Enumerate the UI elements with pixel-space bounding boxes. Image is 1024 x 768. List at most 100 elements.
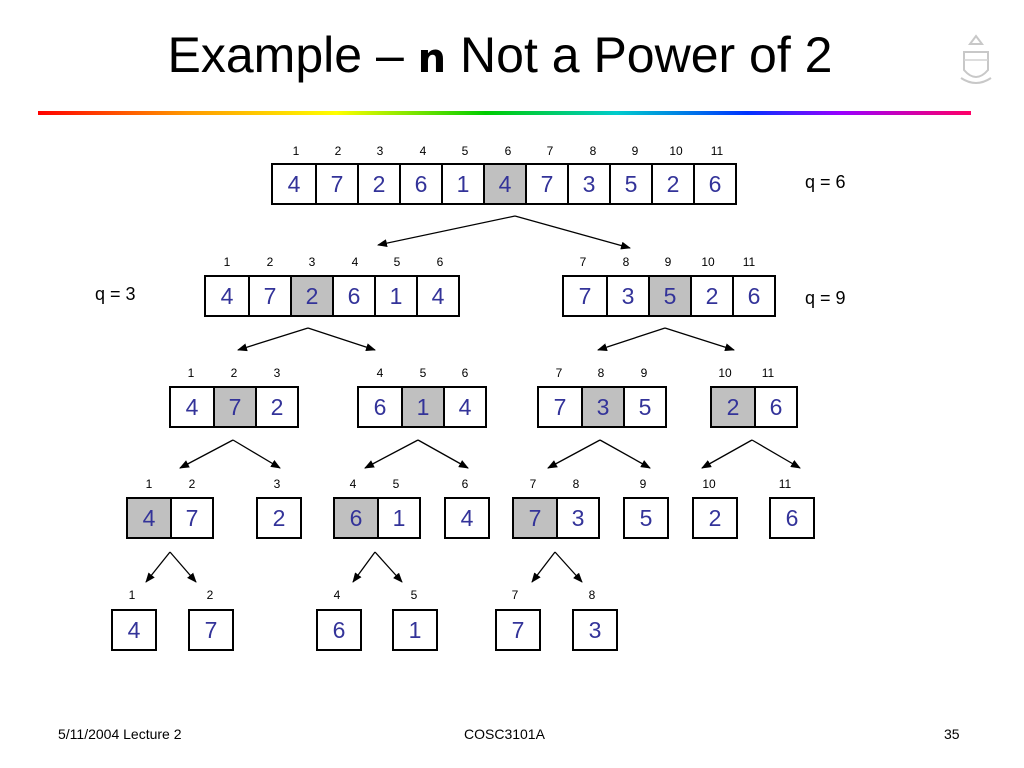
array-cell: 6 [332, 277, 374, 315]
array-cell: 7 [578, 282, 592, 309]
array-cell: 7 [553, 393, 567, 420]
subarray: 7 [495, 609, 541, 651]
index-label: 1 [145, 477, 153, 491]
array-cell: 1 [374, 277, 416, 315]
pivot-cell: 4 [128, 499, 170, 537]
array-cell: 4 [220, 282, 234, 309]
index-label: 9 [664, 255, 672, 269]
pivot-cell: 2 [712, 388, 754, 426]
subarray: 5 [623, 497, 669, 539]
index-label: 8 [589, 144, 597, 158]
array-cell: 4 [287, 170, 301, 197]
index-label: 2 [334, 144, 342, 158]
array-cell: 4 [460, 504, 474, 531]
array-cell: 2 [255, 388, 297, 426]
pivot-cell: 5 [648, 277, 690, 315]
index-label: 2 [266, 255, 274, 269]
index-label: 2 [188, 477, 196, 491]
array-cell: 2 [690, 277, 732, 315]
array-cell: 7 [170, 499, 212, 537]
index-label: 4 [333, 588, 341, 602]
subarray: 2 6 [710, 386, 798, 428]
index-label: 11 [710, 144, 724, 158]
index-label: 1 [292, 144, 300, 158]
index-label: 3 [273, 366, 281, 380]
subarray: 4 7 2 [169, 386, 299, 428]
title-suffix: Not a Power of 2 [460, 27, 833, 83]
arrow [664, 327, 735, 352]
arrow [232, 439, 281, 469]
pivot-cell: 6 [335, 499, 377, 537]
arrow [307, 327, 376, 351]
subarray: 2 [692, 497, 738, 539]
array-cell: 1 [441, 165, 483, 203]
subarray: 3 [572, 609, 618, 651]
pivot-cell: 1 [401, 388, 443, 426]
arrow [169, 551, 197, 583]
subarray-left: 4 7 2 6 1 4 [204, 275, 460, 317]
index-label: 6 [436, 255, 444, 269]
index-label: 8 [588, 588, 596, 602]
array-cell: 5 [609, 165, 651, 203]
index-label: 5 [392, 477, 400, 491]
subarray: 1 [392, 609, 438, 651]
array-cell: 6 [332, 616, 346, 643]
pivot-cell: 7 [213, 388, 255, 426]
index-label: 8 [572, 477, 580, 491]
index-label: 7 [579, 255, 587, 269]
footer-course: COSC3101A [464, 726, 545, 742]
index-label: 7 [555, 366, 563, 380]
index-label: 7 [511, 588, 519, 602]
index-label: 4 [349, 477, 357, 491]
title-prefix: Example – [167, 27, 404, 83]
index-label: 1 [223, 255, 231, 269]
index-label: 5 [419, 366, 427, 380]
arrow [547, 439, 601, 469]
pivot-cell: 2 [290, 277, 332, 315]
index-label: 5 [461, 144, 469, 158]
pivot-cell: 4 [483, 165, 525, 203]
array-cell: 4 [185, 393, 199, 420]
split-point-label: q = 9 [805, 288, 846, 308]
index-label: 4 [419, 144, 427, 158]
index-label: 6 [461, 366, 469, 380]
index-label: 9 [631, 144, 639, 158]
array-cell: 2 [708, 504, 722, 531]
index-label: 3 [376, 144, 384, 158]
arrow [364, 439, 419, 469]
array-cell: 7 [248, 277, 290, 315]
subarray-right: 7 3 5 2 6 [562, 275, 776, 317]
index-label: 2 [206, 588, 214, 602]
array-cell: 5 [639, 504, 653, 531]
subarray: 7 3 [512, 497, 600, 539]
subarray: 6 [316, 609, 362, 651]
array-cell: 5 [623, 388, 665, 426]
index-label: 10 [718, 366, 732, 380]
index-label: 5 [393, 255, 401, 269]
index-label: 4 [376, 366, 384, 380]
index-label: 10 [702, 477, 716, 491]
subarray: 4 7 [126, 497, 214, 539]
index-label: 9 [640, 366, 648, 380]
split-point-label: q = 3 [95, 284, 136, 304]
index-label: 7 [529, 477, 537, 491]
subarray: 7 3 5 [537, 386, 667, 428]
index-label: 8 [597, 366, 605, 380]
arrow [179, 439, 234, 469]
index-label: 1 [128, 588, 136, 602]
index-label: 11 [778, 477, 792, 491]
subarray: 4 [444, 497, 490, 539]
array-cell: 4 [127, 616, 141, 643]
subarray: 6 1 [333, 497, 421, 539]
slide-title: Example – n Not a Power of 2 [0, 25, 1000, 89]
subarray: 7 [188, 609, 234, 651]
array-cell: 6 [754, 388, 796, 426]
pivot-cell: 3 [581, 388, 623, 426]
arrow [377, 215, 516, 248]
array-cell: 3 [556, 499, 598, 537]
arrow [554, 551, 583, 583]
subarray: 2 [256, 497, 302, 539]
array-cell: 1 [377, 499, 419, 537]
arrow [597, 327, 666, 351]
